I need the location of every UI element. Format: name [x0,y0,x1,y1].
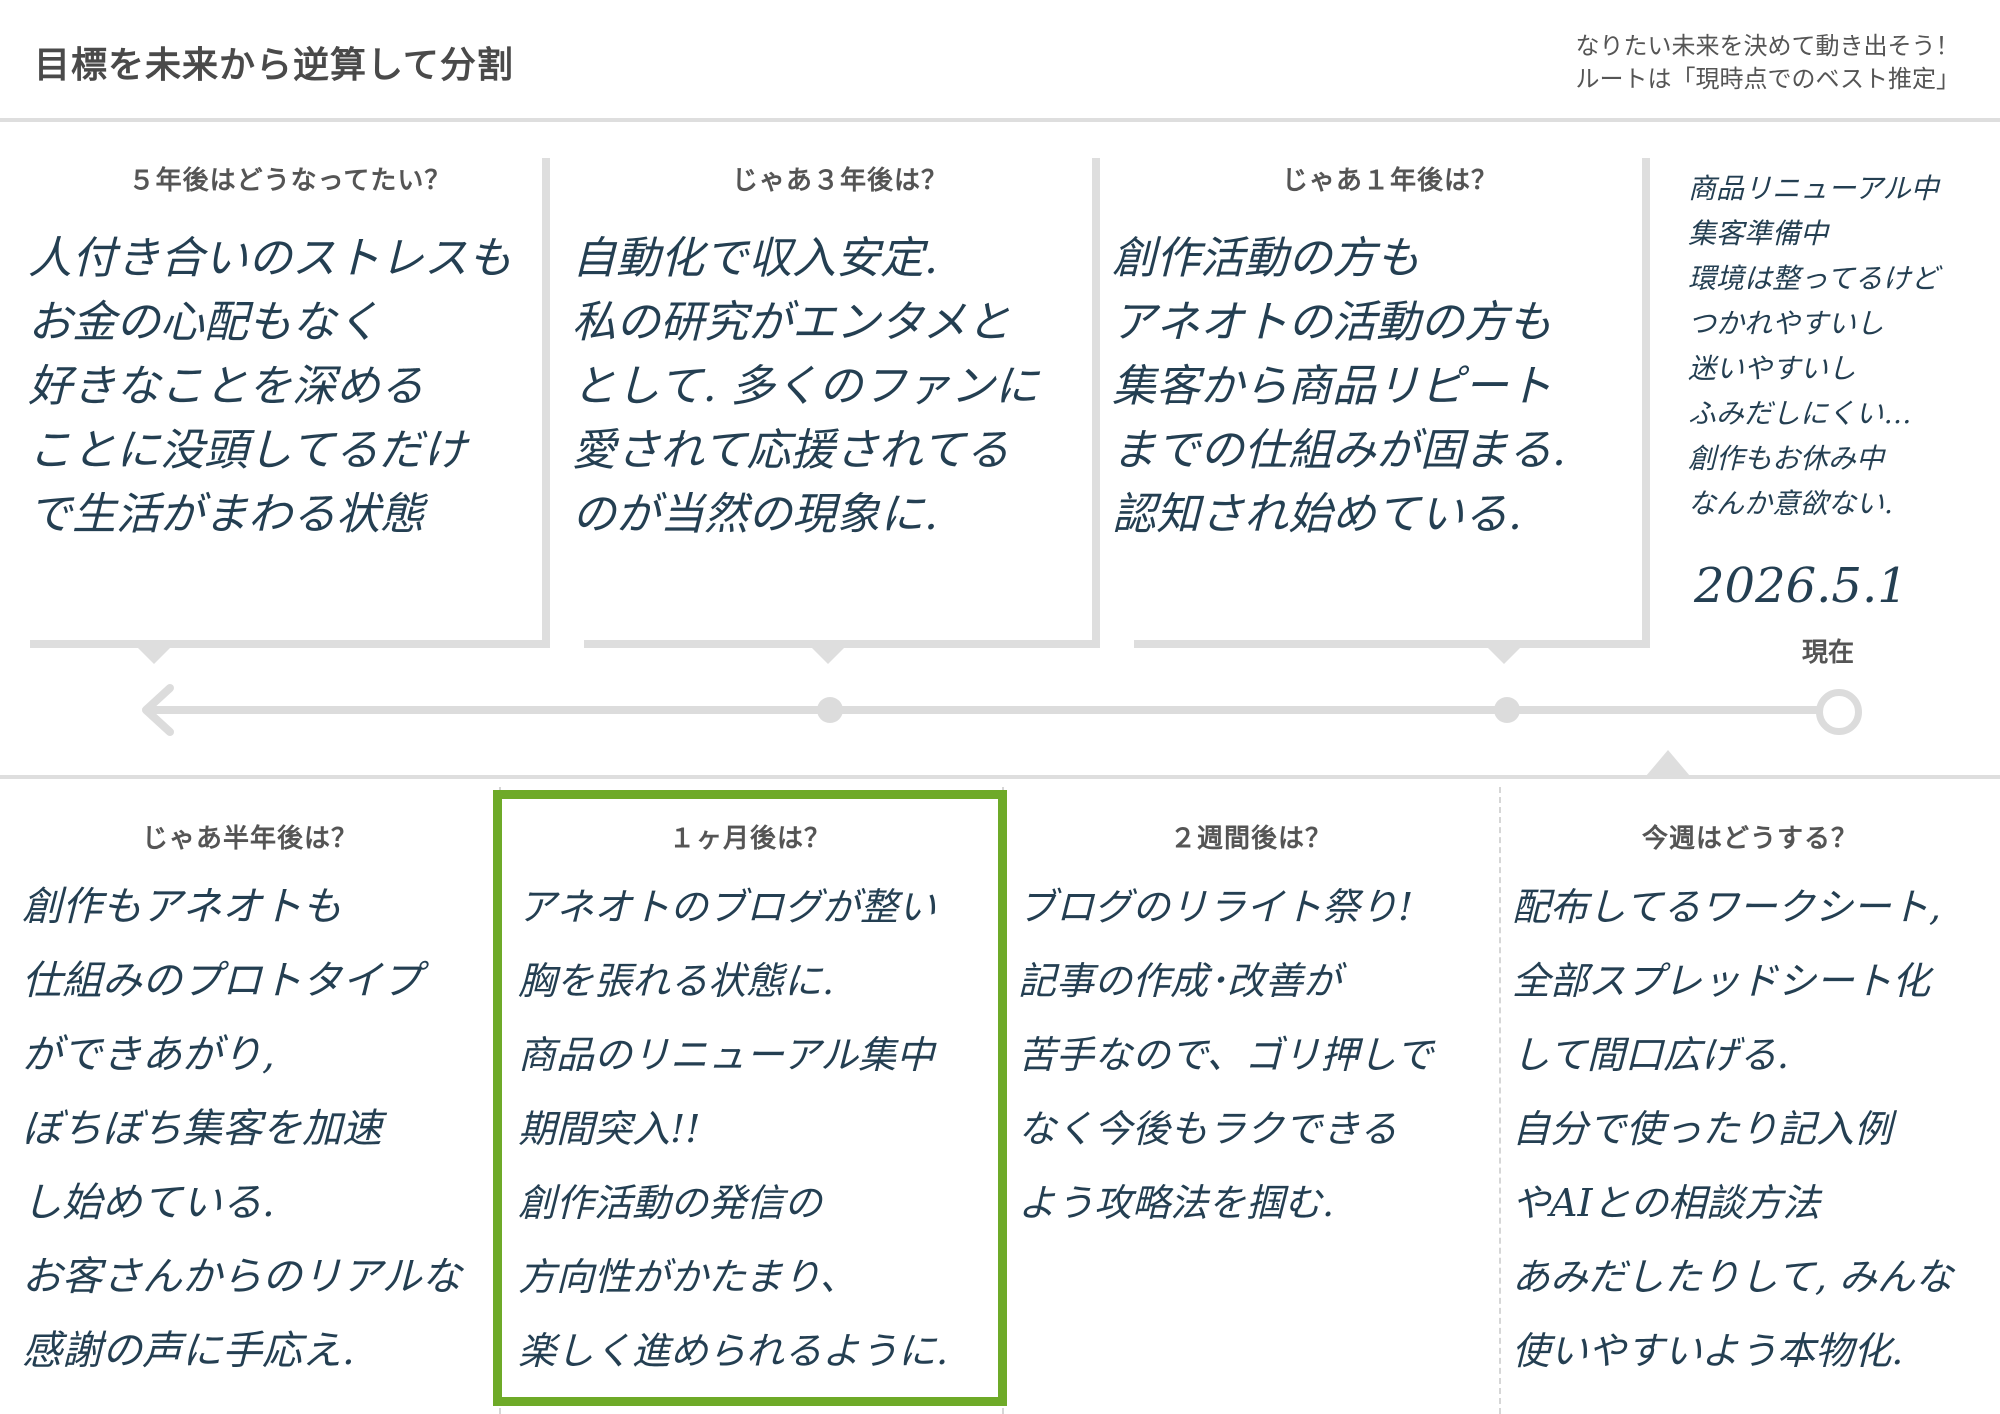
note-line: 使いやすいよう本物化. [1512,1329,1904,1373]
note-line: 記事の作成･改善が [1018,959,1342,1003]
note-line: ブログのリライト祭り! [1018,885,1414,929]
note-line: 方向性がかたまり、 [518,1255,858,1299]
column-separator [1499,787,1501,1414]
note-line: 商品リニューアル中 [1688,172,1939,205]
timeline [142,684,1820,736]
current-date: 2026.5.1 [1694,558,1908,614]
note-line: 苦手なので、ゴリ押しで [1018,1033,1434,1077]
note-1-month: アネオトのブログが整い 胸を張れる状態に. 商品のリニューアル集中 期間突入!!… [518,870,948,1388]
note-line: 期間突入!! [518,1107,701,1151]
note-line: で生活がまわる状態 [28,489,424,540]
page-title: 目標を未来から逆算して分割 [34,45,514,86]
note-line: までの仕組みが固まる. [1112,425,1566,476]
card-pointer [1488,648,1520,664]
note-line: 認知され始めている. [1112,489,1522,540]
card-pointer [812,648,844,664]
note-line: して間口広げる. [1512,1033,1789,1077]
note-line: 迷いやすいし [1688,352,1857,385]
section-divider [0,775,2000,779]
note-line: のが当然の現象に. [572,489,938,540]
note-line: なんか意欲ない. [1688,487,1893,520]
note-current: 商品リニューアル中 集客準備中 環境は整ってるけど つかれやすいし 迷いやすいし… [1688,166,1939,526]
note-line: 全部スプレッドシート化 [1512,959,1931,1003]
note-line: 配布してるワークシート, [1512,885,1941,929]
note-line: し始めている. [22,1180,275,1226]
note-line: 仕組みのプロトタイプ [22,958,422,1004]
note-line: つかれやすいし [1688,307,1885,340]
note-line: アネオトの活動の方も [1112,297,1552,348]
note-line: よう攻略法を掴む. [1018,1181,1335,1225]
note-5-years: 人付き合いのストレスも お金の心配もなく 好きなことを深める ことに没頭してるだ… [28,222,512,542]
highlight-frame [493,790,1007,1406]
heading-5-years: ５年後はどうなってたい？ [128,166,452,196]
card-border-right [1092,158,1100,646]
card-border-right [1642,158,1650,646]
heading-3-years: じゃあ３年後は？ [731,166,948,196]
note-line: 創作活動の発信の [518,1181,823,1225]
card-border-bottom [1134,640,1650,648]
note-line: 感謝の声に手応え. [22,1328,355,1374]
note-2-weeks: ブログのリライト祭り! 記事の作成･改善が 苦手なので、ゴリ押しで なく今後もラ… [1018,870,1433,1240]
note-line: あみだしたりして, みんな [1512,1255,1954,1299]
note-line: ふみだしにくい… [1688,397,1912,430]
note-line: 創作もお休み中 [1688,442,1885,475]
card-border-bottom [30,640,550,648]
card-border-bottom [584,640,1100,648]
note-1-year: 創作活動の方も アネオトの活動の方も 集客から商品リピート までの仕組みが固まる… [1112,222,1566,542]
note-line: ことに没頭してるだけ [28,425,467,476]
note-line: 自分で使ったり記入例 [1512,1107,1893,1151]
card-pointer [138,648,170,664]
note-line: 人付き合いのストレスも [28,233,512,284]
note-half-year: 創作もアネオトも 仕組みのプロトタイプ ができあがり, ぼちぼち集客を加速 し始… [22,870,462,1388]
timeline-current-marker [1816,689,1862,735]
heading-half-year: じゃあ半年後は？ [141,824,358,854]
header-divider [0,118,2000,122]
note-line: 自動化で収入安定. [572,233,938,284]
note-line: 創作もアネオトも [22,884,342,930]
note-line: なく今後もラクできる [1018,1107,1398,1151]
note-this-week: 配布してるワークシート, 全部スプレッドシート化 して間口広げる. 自分で使った… [1512,870,1953,1388]
note-line: として. 多くのファンに [572,361,1039,412]
note-line: 私の研究がエンタメと [572,297,1011,348]
note-line: アネオトのブログが整い [518,885,937,929]
note-line: 胸を張れる状態に. [518,959,835,1003]
heading-1-year: じゃあ１年後は？ [1281,166,1498,196]
note-line: 集客から商品リピート [1112,361,1552,412]
note-line: ができあがり, [22,1032,275,1078]
note-line: 好きなことを深める [28,361,424,412]
timeline-arrow-head [142,684,174,736]
note-line: ぼちぼち集客を加速 [22,1106,382,1152]
page-subtitle: なりたい未来を決めて動き出そう！ ルートは「現時点でのベスト推定」 [1576,30,1960,96]
timeline-marker [817,697,843,723]
current-label: 現在 [1802,638,1855,668]
heading-1-month: １ヶ月後は？ [668,824,831,854]
note-line: 創作活動の方も [1112,233,1420,284]
subtitle-line: なりたい未来を決めて動き出そう！ [1575,32,1960,60]
note-line: やAIとの相談方法 [1512,1181,1821,1225]
timeline-marker [1494,697,1520,723]
note-line: お金の心配もなく [28,297,380,348]
note-line: 愛されて応援されてる [572,425,1010,476]
note-line: 環境は整ってるけど [1688,262,1939,295]
subtitle-line: ルートは「現時点でのベスト推定」 [1575,65,1960,93]
note-line: 楽しく進められるように. [518,1329,949,1373]
note-line: 集客準備中 [1688,217,1829,250]
divider-pointer [1646,750,1690,776]
note-line: 商品のリニューアル集中 [518,1033,935,1077]
note-3-years: 自動化で収入安定. 私の研究がエンタメと として. 多くのファンに 愛されて応援… [572,222,1039,542]
heading-this-week: 今週はどうする？ [1641,824,1858,854]
heading-2-weeks: ２週間後は？ [1169,824,1332,854]
note-line: お客さんからのリアルな [22,1254,462,1300]
card-border-right [542,158,550,646]
